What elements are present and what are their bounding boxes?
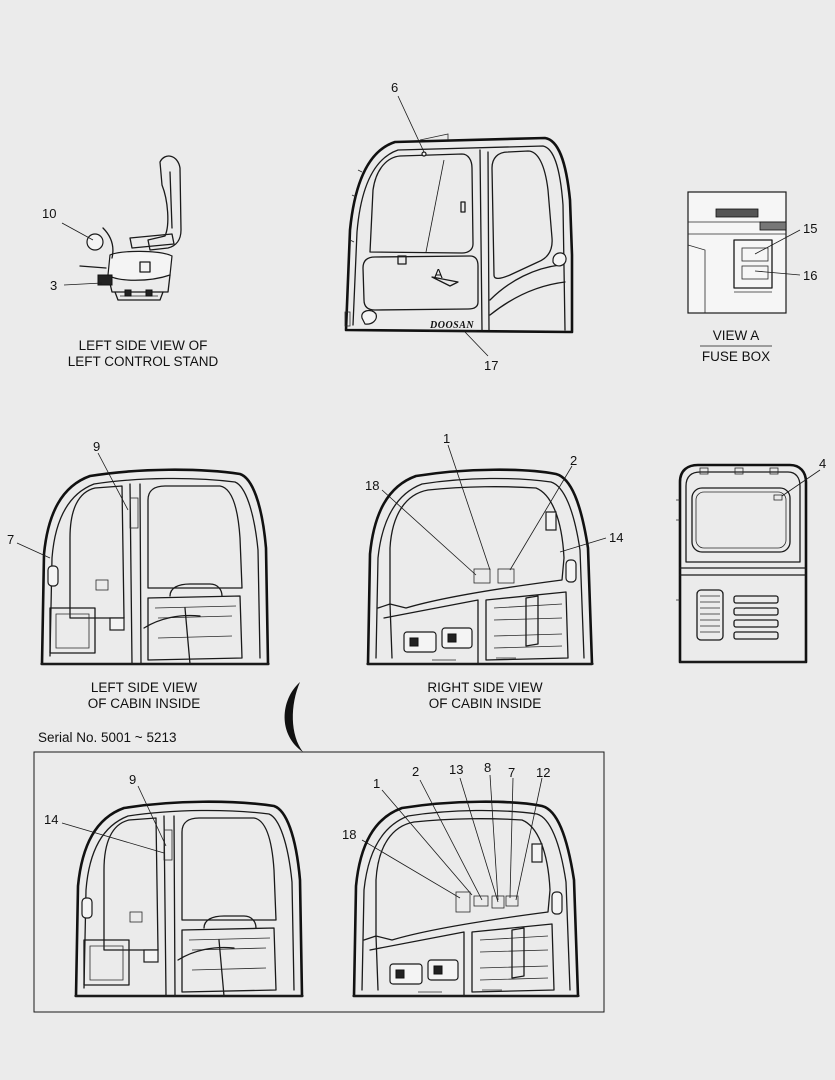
fuse-box-drawing [687,191,787,314]
callout-15: 15 [803,221,817,236]
serial-callout-14: 14 [44,812,58,827]
callout-7: 7 [7,532,14,547]
callout-9: 9 [93,439,100,454]
callout-18: 18 [365,478,379,493]
callout-14: 14 [609,530,623,545]
serial-callout-14-leader [61,822,165,854]
serial-cabin-right-drawing [350,800,582,998]
caption-control-stand-1: LEFT SIDE VIEW OF [79,338,208,353]
view-a-marker: A [434,266,443,281]
cabin-exterior-drawing: DOOSAN [344,133,574,334]
callout-4: 4 [819,456,826,471]
serial-callout-1-leader [381,789,473,896]
callout-10: 10 [42,206,56,221]
callout-6-leader-2 [425,159,445,253]
callout-1: 1 [443,431,450,446]
callout-16-leader [754,270,801,276]
serial-callout-18-leader [361,839,461,899]
serial-caption: Serial No. 5001 ~ 5213 [38,730,176,745]
caption-view-a-1: VIEW A [713,328,760,343]
callout-7-leader [16,542,51,559]
callout-4-leader [781,469,821,497]
serial-callout-7-leader [509,777,514,899]
callout-18-leader [381,489,477,576]
caption-right-inside-1: RIGHT SIDE VIEW [427,680,543,695]
callout-6: 6 [391,80,398,95]
serial-callout-9-leader [137,785,167,847]
serial-box-frame [33,751,605,1013]
callout-6-leader [397,95,425,153]
caption-right-inside-2: OF CABIN INSIDE [429,696,542,711]
cabin-rear-drawing [676,463,808,664]
caption-left-inside-2: OF CABIN INSIDE [88,696,201,711]
serial-callout-8: 8 [484,760,491,775]
callout-15-leader [754,229,801,255]
callout-3-leader [63,282,103,286]
serial-callout-2-leader [419,779,483,901]
callout-1-leader [447,444,491,571]
callout-17: 17 [484,358,498,373]
caption-control-stand-2: LEFT CONTROL STAND [68,354,219,369]
callout-10-leader [61,222,94,241]
callout-2: 2 [570,453,577,468]
callout-14-leader [559,537,607,553]
serial-callout-13-leader [459,777,499,903]
callout-9-leader [97,452,129,511]
serial-callout-12: 12 [536,765,550,780]
callout-16: 16 [803,268,817,283]
cabin-inside-left-drawing [38,468,272,666]
serial-callout-13: 13 [449,762,463,777]
serial-callout-18: 18 [342,827,356,842]
serial-callout-1: 1 [373,776,380,791]
caption-view-a-2: FUSE BOX [702,349,770,364]
callout-17-leader [464,331,489,357]
doosan-logo: DOOSAN [429,320,474,331]
serial-callout-2: 2 [412,764,419,779]
callout-2-leader [509,465,573,571]
serial-cabin-left-drawing [72,800,306,998]
serial-callout-9: 9 [129,772,136,787]
control-stand-drawing [79,155,182,301]
crescent-mark [284,682,303,752]
caption-left-inside-1: LEFT SIDE VIEW [91,680,198,695]
callout-3: 3 [50,278,57,293]
serial-callout-8-leader [489,774,499,901]
serial-callout-12-leader [515,777,543,901]
serial-callout-7: 7 [508,765,515,780]
cabin-inside-right-drawing [364,468,596,666]
